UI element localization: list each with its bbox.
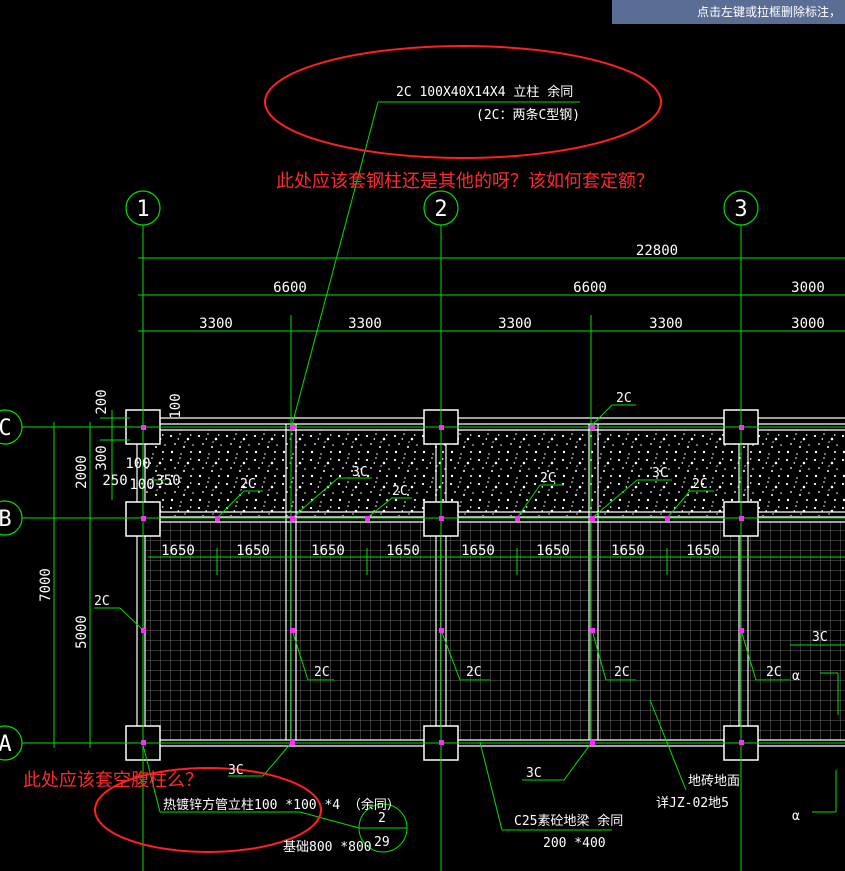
label-3c-3: 3C xyxy=(812,630,828,645)
column-spec-note-2: (2C：两条C型钢) xyxy=(476,107,580,123)
dim-total: 22800 xyxy=(636,243,678,259)
dim-200: 200 xyxy=(94,389,110,414)
label-2c-2: 2C xyxy=(392,484,408,499)
label-2c-1: 2C xyxy=(240,477,256,492)
tile-floor-grid xyxy=(145,522,845,740)
label-2c-9: 2C xyxy=(614,665,630,680)
dim-100b: 100 xyxy=(125,456,150,472)
dim-100c: 100 xyxy=(129,477,154,493)
label-2c-5: 2C xyxy=(616,391,632,406)
axis-label-2: 2 xyxy=(434,197,447,222)
question-annotation-bottom: 此处应该套空腹柱么？ xyxy=(23,770,203,791)
column-spec-note: 2C 100X40X14X4 立柱 余同 xyxy=(396,84,573,100)
beam-note: C25素砼地梁 余同 xyxy=(514,813,623,829)
axis-label-b: B xyxy=(0,507,12,532)
label-3c-4: 3C xyxy=(228,763,244,778)
dim-bay-1: 3300 xyxy=(199,316,233,332)
label-2c-6: 2C xyxy=(94,594,110,609)
label-2c-4: 2C xyxy=(692,477,708,492)
dim-sub-3: 1650 xyxy=(311,543,345,559)
dim-sub-1: 1650 xyxy=(161,543,195,559)
foundation-note: 基础800 *800 xyxy=(283,840,372,855)
label-2c-8: 2C xyxy=(466,665,482,680)
label-2c-7: 2C xyxy=(314,665,330,680)
axis-label-a: A xyxy=(0,732,12,757)
dim-300: 300 xyxy=(94,445,110,470)
dim-v-upper: 2000 xyxy=(74,455,90,489)
label-3c-5: 3C xyxy=(526,766,542,781)
dim-sub-2: 1650 xyxy=(236,543,270,559)
dim-bay-4: 3300 xyxy=(649,316,683,332)
axis-label-1: 1 xyxy=(136,197,149,222)
dim-bay-3: 3300 xyxy=(498,316,532,332)
floor-note-2: 详JZ-02地5 xyxy=(656,796,729,811)
highlight-ellipse-top xyxy=(264,45,662,159)
status-hint-bar: 点击左键或拉框删除标注， xyxy=(612,0,845,24)
dim-sub-8: 1650 xyxy=(686,543,720,559)
column-points xyxy=(141,425,744,745)
axis-bubbles xyxy=(0,190,759,761)
axis-label-c: C xyxy=(0,416,12,441)
dim-sub-7: 1650 xyxy=(611,543,645,559)
dim-span-3: 3000 xyxy=(791,280,825,296)
dim-250: 250 xyxy=(102,473,127,489)
dim-bay-2: 3300 xyxy=(348,316,382,332)
axis-label-3: 3 xyxy=(734,197,747,222)
label-3c-2: 3C xyxy=(652,466,668,481)
detail-callout-bottom: 29 xyxy=(374,835,390,850)
dimension-lines xyxy=(49,101,845,853)
dim-350: 350 xyxy=(155,473,180,489)
label-alpha-1: α xyxy=(792,669,800,684)
dim-span-1: 6600 xyxy=(273,280,307,296)
dim-sub-5: 1650 xyxy=(461,543,495,559)
label-2c-10: 2C xyxy=(766,665,782,680)
floor-note-1: 地砖地面 xyxy=(688,774,740,789)
dim-sub-4: 1650 xyxy=(386,543,420,559)
label-2c-3: 2C xyxy=(540,471,556,486)
question-annotation-top: 此处应该套钢柱还是其他的呀？该如何套定额？ xyxy=(276,171,654,192)
dim-100a: 100 xyxy=(168,393,184,418)
dim-bay-5: 3000 xyxy=(791,316,825,332)
dim-v-total: 7000 xyxy=(38,568,54,602)
dim-span-2: 6600 xyxy=(573,280,607,296)
tube-column-note: 热镀锌方管立柱100 *100 *4 （余同） xyxy=(163,797,400,813)
dim-v-lower: 5000 xyxy=(74,615,90,649)
label-3c-1: 3C xyxy=(352,465,368,480)
beam-size: 200 *400 xyxy=(543,836,606,851)
dim-sub-6: 1650 xyxy=(536,543,570,559)
label-alpha-2: α xyxy=(792,809,800,824)
highlight-ellipse-bottom xyxy=(94,767,322,853)
detail-callout-top: 2 xyxy=(378,811,386,826)
